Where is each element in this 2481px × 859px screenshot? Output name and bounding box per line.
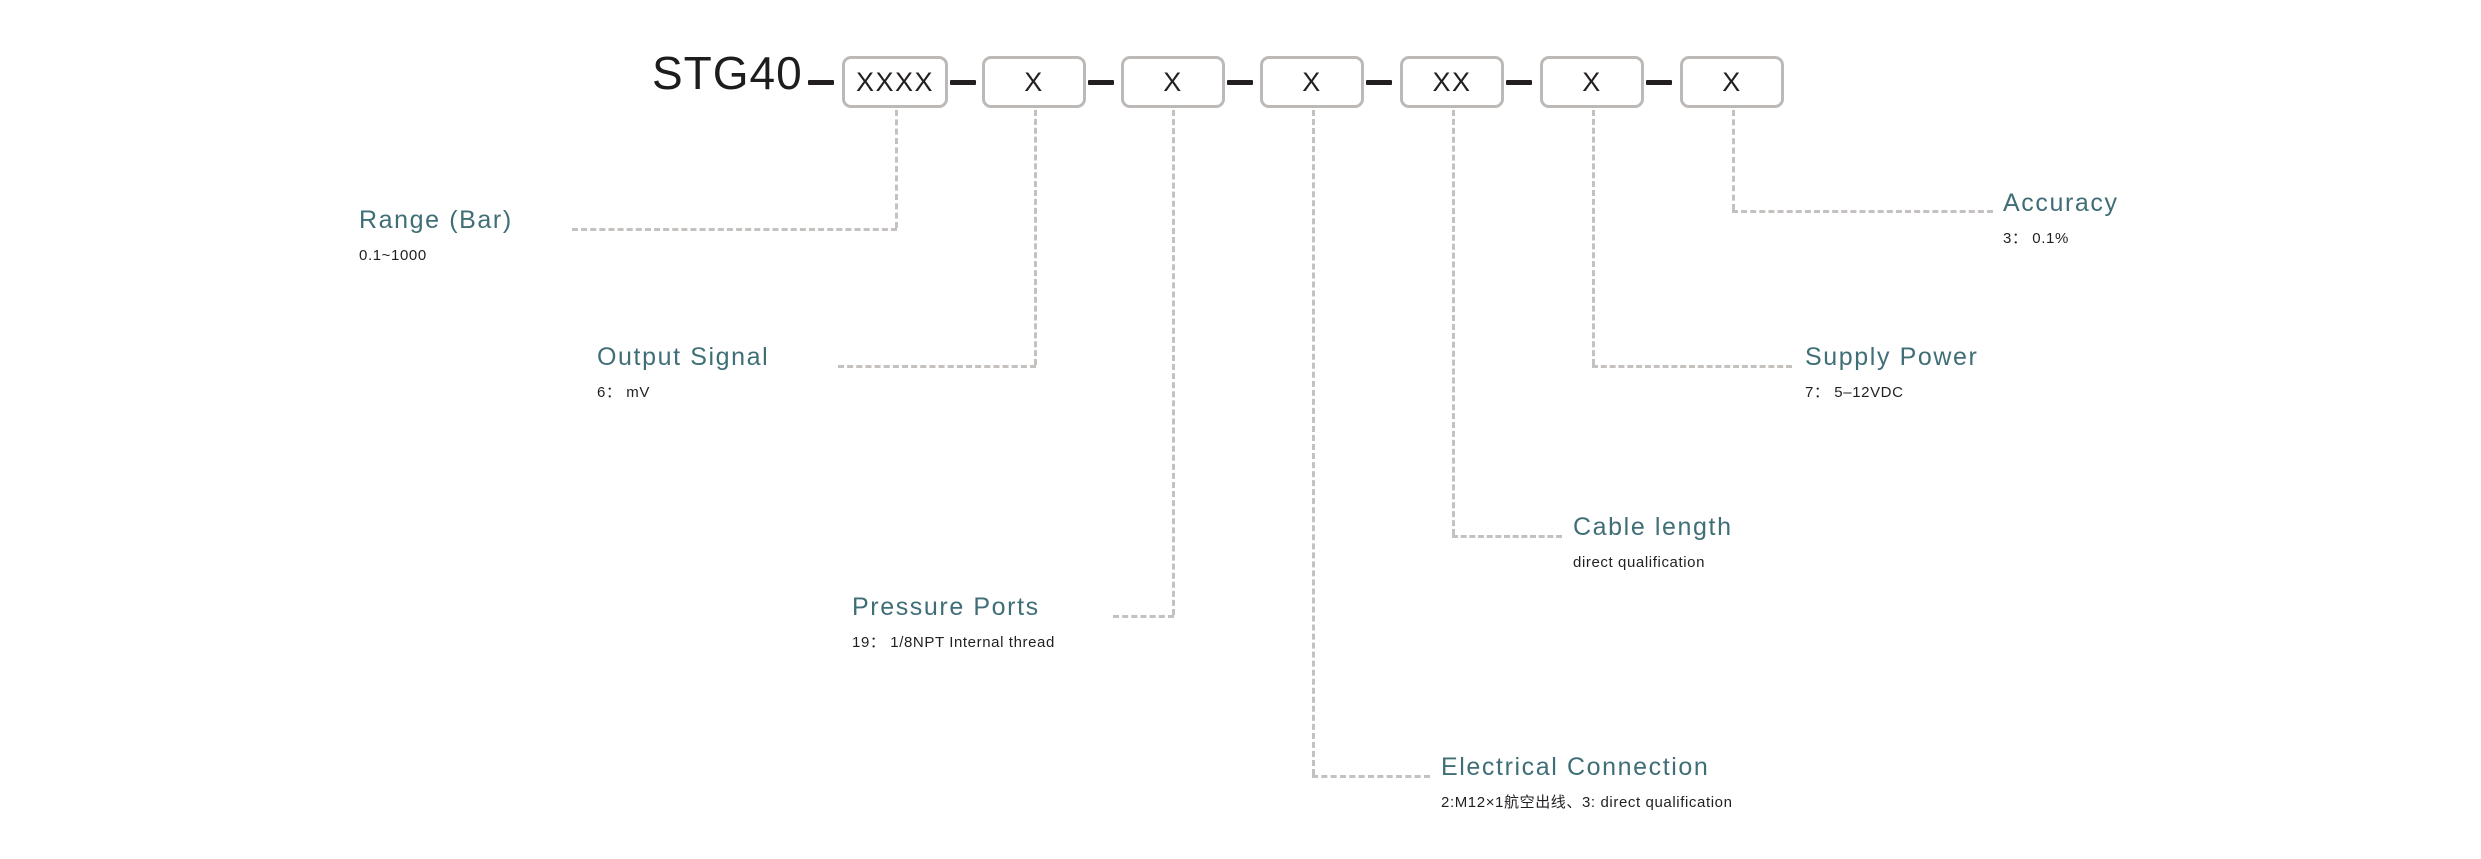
callout-cable-length: Cable length direct qualification bbox=[1573, 513, 1733, 572]
callout-accuracy-title: Accuracy bbox=[2003, 189, 2119, 217]
callout-range-title: Range (Bar) bbox=[359, 206, 513, 234]
segment-box-cable-length[interactable]: XX bbox=[1400, 56, 1504, 108]
callout-accuracy-sub: 3： 0.1% bbox=[2003, 229, 2069, 247]
separator-dash-6 bbox=[1506, 80, 1532, 85]
connector-accuracy-vertical bbox=[1732, 110, 1735, 210]
separator-dash-1 bbox=[808, 80, 834, 85]
segment-box-pressure-ports[interactable]: X bbox=[1121, 56, 1225, 108]
separator-dash-3 bbox=[1088, 80, 1114, 85]
connector-accuracy-horizontal bbox=[1732, 210, 1993, 213]
segment-box-output-signal[interactable]: X bbox=[982, 56, 1086, 108]
callout-supply-power: Supply Power 7： 5–12VDC bbox=[1805, 343, 1979, 402]
part-number-prefix: STG40 bbox=[652, 47, 803, 99]
callout-supply-power-title: Supply Power bbox=[1805, 343, 1979, 371]
callout-cable-length-sub: direct qualification bbox=[1573, 553, 1706, 571]
callout-output-signal-title: Output Signal bbox=[597, 343, 770, 371]
segment-box-range[interactable]: XXXX bbox=[842, 56, 948, 108]
connector-cable-length-vertical bbox=[1452, 110, 1455, 535]
callout-pressure-ports: Pressure Ports 19： 1/8NPT Internal threa… bbox=[852, 593, 1055, 652]
callout-supply-power-sub: 7： 5–12VDC bbox=[1805, 383, 1904, 401]
segment-box-supply-power[interactable]: X bbox=[1540, 56, 1644, 108]
connector-range-horizontal bbox=[572, 228, 897, 231]
connector-supply-power-horizontal bbox=[1592, 365, 1792, 368]
callout-electrical-connection: Electrical Connection 2:M12×1航空出线、3: dir… bbox=[1441, 753, 1733, 812]
connector-supply-power-vertical bbox=[1592, 110, 1595, 365]
connector-output-signal-horizontal bbox=[838, 365, 1036, 368]
callout-accuracy: Accuracy 3： 0.1% bbox=[2003, 189, 2119, 248]
callout-electrical-connection-sub: 2:M12×1航空出线、3: direct qualification bbox=[1441, 793, 1733, 811]
connector-pressure-ports-horizontal bbox=[1113, 615, 1174, 618]
callout-output-signal-sub: 6： mV bbox=[597, 383, 651, 401]
segment-box-accuracy[interactable]: X bbox=[1680, 56, 1784, 108]
connector-output-signal-vertical bbox=[1034, 110, 1037, 365]
connector-electrical-connection-horizontal bbox=[1312, 775, 1430, 778]
callout-range-sub: 0.1~1000 bbox=[359, 246, 427, 264]
callout-electrical-connection-title: Electrical Connection bbox=[1441, 753, 1710, 781]
callout-range: Range (Bar) 0.1~1000 bbox=[359, 206, 513, 265]
callout-output-signal: Output Signal 6： mV bbox=[597, 343, 770, 402]
connector-electrical-connection-vertical bbox=[1312, 110, 1315, 775]
callout-pressure-ports-sub: 19： 1/8NPT Internal thread bbox=[852, 633, 1055, 651]
separator-dash-7 bbox=[1646, 80, 1672, 85]
connector-cable-length-horizontal bbox=[1452, 535, 1562, 538]
separator-dash-2 bbox=[950, 80, 976, 85]
segment-box-electrical-connection[interactable]: X bbox=[1260, 56, 1364, 108]
separator-dash-5 bbox=[1366, 80, 1392, 85]
connector-range-vertical bbox=[895, 110, 898, 228]
callout-cable-length-title: Cable length bbox=[1573, 513, 1733, 541]
separator-dash-4 bbox=[1227, 80, 1253, 85]
part-number-row: STG40 XXXX X X X XX X X bbox=[0, 20, 2481, 108]
connector-pressure-ports-vertical bbox=[1172, 110, 1175, 615]
callout-pressure-ports-title: Pressure Ports bbox=[852, 593, 1040, 621]
